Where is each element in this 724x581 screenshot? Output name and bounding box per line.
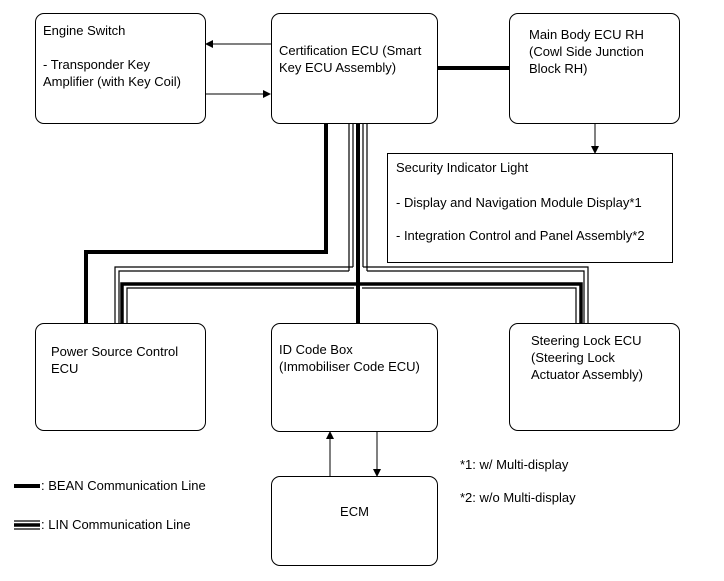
main-body-ecu-box: Main Body ECU RH (Cowl Side Junction Blo… (509, 13, 680, 124)
steering-lock-ecu-line2: (Steering Lock (531, 350, 615, 365)
power-source-ecu-box: Power Source Control ECU (35, 323, 206, 431)
legend-lin-symbol (14, 520, 40, 530)
bean-line-cert-power (84, 124, 328, 323)
security-indicator-title: Security Indicator Light (396, 160, 529, 175)
main-body-ecu-line3: Block RH) (529, 61, 588, 76)
ecm-label: ECM (340, 504, 369, 519)
certification-ecu-line2: Key ECU Assembly) (279, 60, 397, 75)
legend-lin-label: : LIN Communication Line (41, 517, 191, 532)
power-source-ecu-line2: ECU (51, 361, 79, 376)
ecm-box: ECM (271, 476, 438, 566)
steering-lock-ecu-line3: Actuator Assembly) (531, 367, 643, 382)
lin-line-bundle (114, 124, 589, 323)
steering-lock-ecu-line1: Steering Lock ECU (531, 333, 642, 348)
steering-lock-ecu-box: Steering Lock ECU (Steering Lock Actuato… (509, 323, 680, 431)
main-body-ecu-line2: (Cowl Side Junction (529, 44, 644, 59)
security-indicator-item2: - Integration Control and Panel Assembly… (396, 228, 645, 243)
id-code-box-line1: ID Code Box (279, 342, 353, 357)
id-code-box-line2: (Immobiliser Code ECU) (279, 359, 420, 374)
legend-bean-label: : BEAN Communication Line (41, 478, 206, 493)
footnote-1: *1: w/ Multi-display (460, 457, 569, 472)
engine-switch-box: Engine Switch - Transponder Key Amplifie… (35, 13, 206, 124)
engine-switch-title: Engine Switch (43, 23, 126, 38)
certification-ecu-line1: Certification ECU (Smart (279, 43, 422, 58)
footnote-2: *2: w/o Multi-display (460, 490, 576, 505)
power-source-ecu-line1: Power Source Control (51, 344, 179, 359)
security-indicator-box: Security Indicator Light - Display and N… (387, 153, 673, 263)
certification-ecu-box: Certification ECU (Smart Key ECU Assembl… (271, 13, 438, 124)
security-indicator-item1: - Display and Navigation Module Display*… (396, 195, 642, 210)
id-code-box: ID Code Box (Immobiliser Code ECU) (271, 323, 438, 432)
engine-switch-sub2: Amplifier (with Key Coil) (43, 74, 181, 89)
engine-switch-sub1: - Transponder Key (43, 57, 150, 72)
main-body-ecu-line1: Main Body ECU RH (529, 27, 644, 42)
